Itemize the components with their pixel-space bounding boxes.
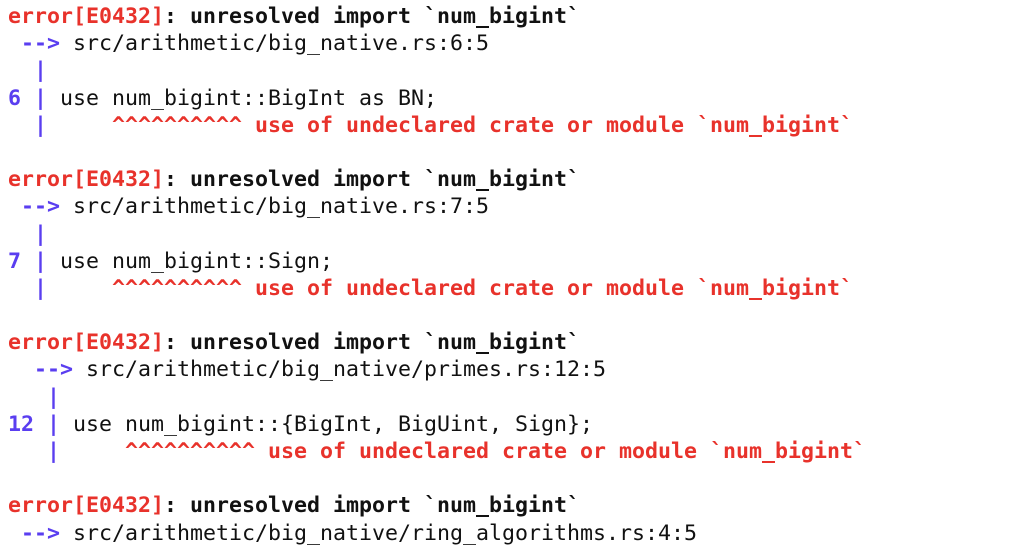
gutter-line: | (8, 221, 866, 248)
error-header: error[E0432]: unresolved import `num_big… (8, 166, 866, 193)
caret-line: | ^^^^^^^^^^ use of undeclared crate or … (8, 112, 866, 139)
error-message: : unresolved import `num_bigint` (164, 330, 581, 356)
error-code: error[E0432] (8, 4, 165, 29)
gutter-line: | (8, 384, 866, 411)
error-message: : unresolved import `num_bigint` (164, 167, 581, 193)
arrow-icon: --> (8, 520, 61, 546)
gutter-bar: | (34, 411, 74, 437)
carets: ^^^^^^^^^^ (112, 112, 243, 138)
error-header: error[E0432]: unresolved import `num_big… (8, 3, 866, 30)
line-number: 6 (8, 85, 22, 111)
line-number: 12 (8, 411, 35, 437)
arrow-icon: --> (8, 194, 61, 220)
error-message: : unresolved import `num_bigint` (164, 4, 581, 29)
terminal-output: error[E0432]: unresolved import `num_big… (8, 3, 866, 547)
gutter-bar: | (8, 384, 61, 410)
location-line: --> src/arithmetic/big_native.rs:7:5 (8, 193, 866, 220)
gutter-bar: | (21, 85, 61, 111)
file-location: src/arithmetic/big_native/ring_algorithm… (60, 520, 698, 546)
gutter-bar: | (8, 221, 48, 247)
source-line: 7 | use num_bigint::Sign; (8, 248, 866, 275)
source-code: use num_bigint::BigInt as BN; (60, 85, 438, 111)
location-line: --> src/arithmetic/big_native.rs:6:5 (8, 30, 866, 57)
gutter-bar: | (8, 275, 113, 301)
file-location: src/arithmetic/big_native/primes.rs:12:5 (73, 357, 607, 383)
gutter-line: | (8, 57, 866, 84)
file-location: src/arithmetic/big_native.rs:6:5 (60, 31, 490, 57)
error-message: : unresolved import `num_bigint` (164, 493, 581, 519)
carets: ^^^^^^^^^^ (112, 275, 243, 301)
source-code: use num_bigint::Sign; (60, 248, 334, 274)
file-location: src/arithmetic/big_native.rs:7:5 (60, 194, 490, 220)
error-header: error[E0432]: unresolved import `num_big… (8, 329, 866, 356)
error-label: use of undeclared crate or module `num_b… (242, 275, 854, 301)
caret-line: | ^^^^^^^^^^ use of undeclared crate or … (8, 438, 866, 465)
error-code: error[E0432] (8, 493, 165, 519)
source-line: 6 | use num_bigint::BigInt as BN; (8, 85, 866, 112)
blank-line (8, 465, 866, 492)
error-code: error[E0432] (8, 330, 165, 356)
caret-line: | ^^^^^^^^^^ use of undeclared crate or … (8, 275, 866, 302)
error-code: error[E0432] (8, 167, 165, 193)
gutter-bar: | (21, 248, 61, 274)
source-line: 12 | use num_bigint::{BigInt, BigUint, S… (8, 411, 866, 438)
gutter-bar: | (8, 112, 113, 138)
error-label: use of undeclared crate or module `num_b… (242, 112, 854, 138)
line-number: 7 (8, 248, 22, 274)
carets: ^^^^^^^^^^ (125, 439, 256, 464)
source-code: use num_bigint::{BigInt, BigUint, Sign}; (73, 411, 594, 437)
location-line: --> src/arithmetic/big_native/primes.rs:… (8, 356, 866, 383)
arrow-icon: --> (8, 357, 74, 383)
error-header: error[E0432]: unresolved import `num_big… (8, 492, 866, 519)
arrow-icon: --> (8, 31, 61, 57)
location-line: --> src/arithmetic/big_native/ring_algor… (8, 520, 866, 547)
gutter-bar: | (8, 58, 48, 84)
blank-line (8, 139, 866, 166)
error-label: use of undeclared crate or module `num_b… (255, 439, 867, 464)
blank-line (8, 302, 866, 329)
gutter-bar: | (8, 439, 126, 464)
